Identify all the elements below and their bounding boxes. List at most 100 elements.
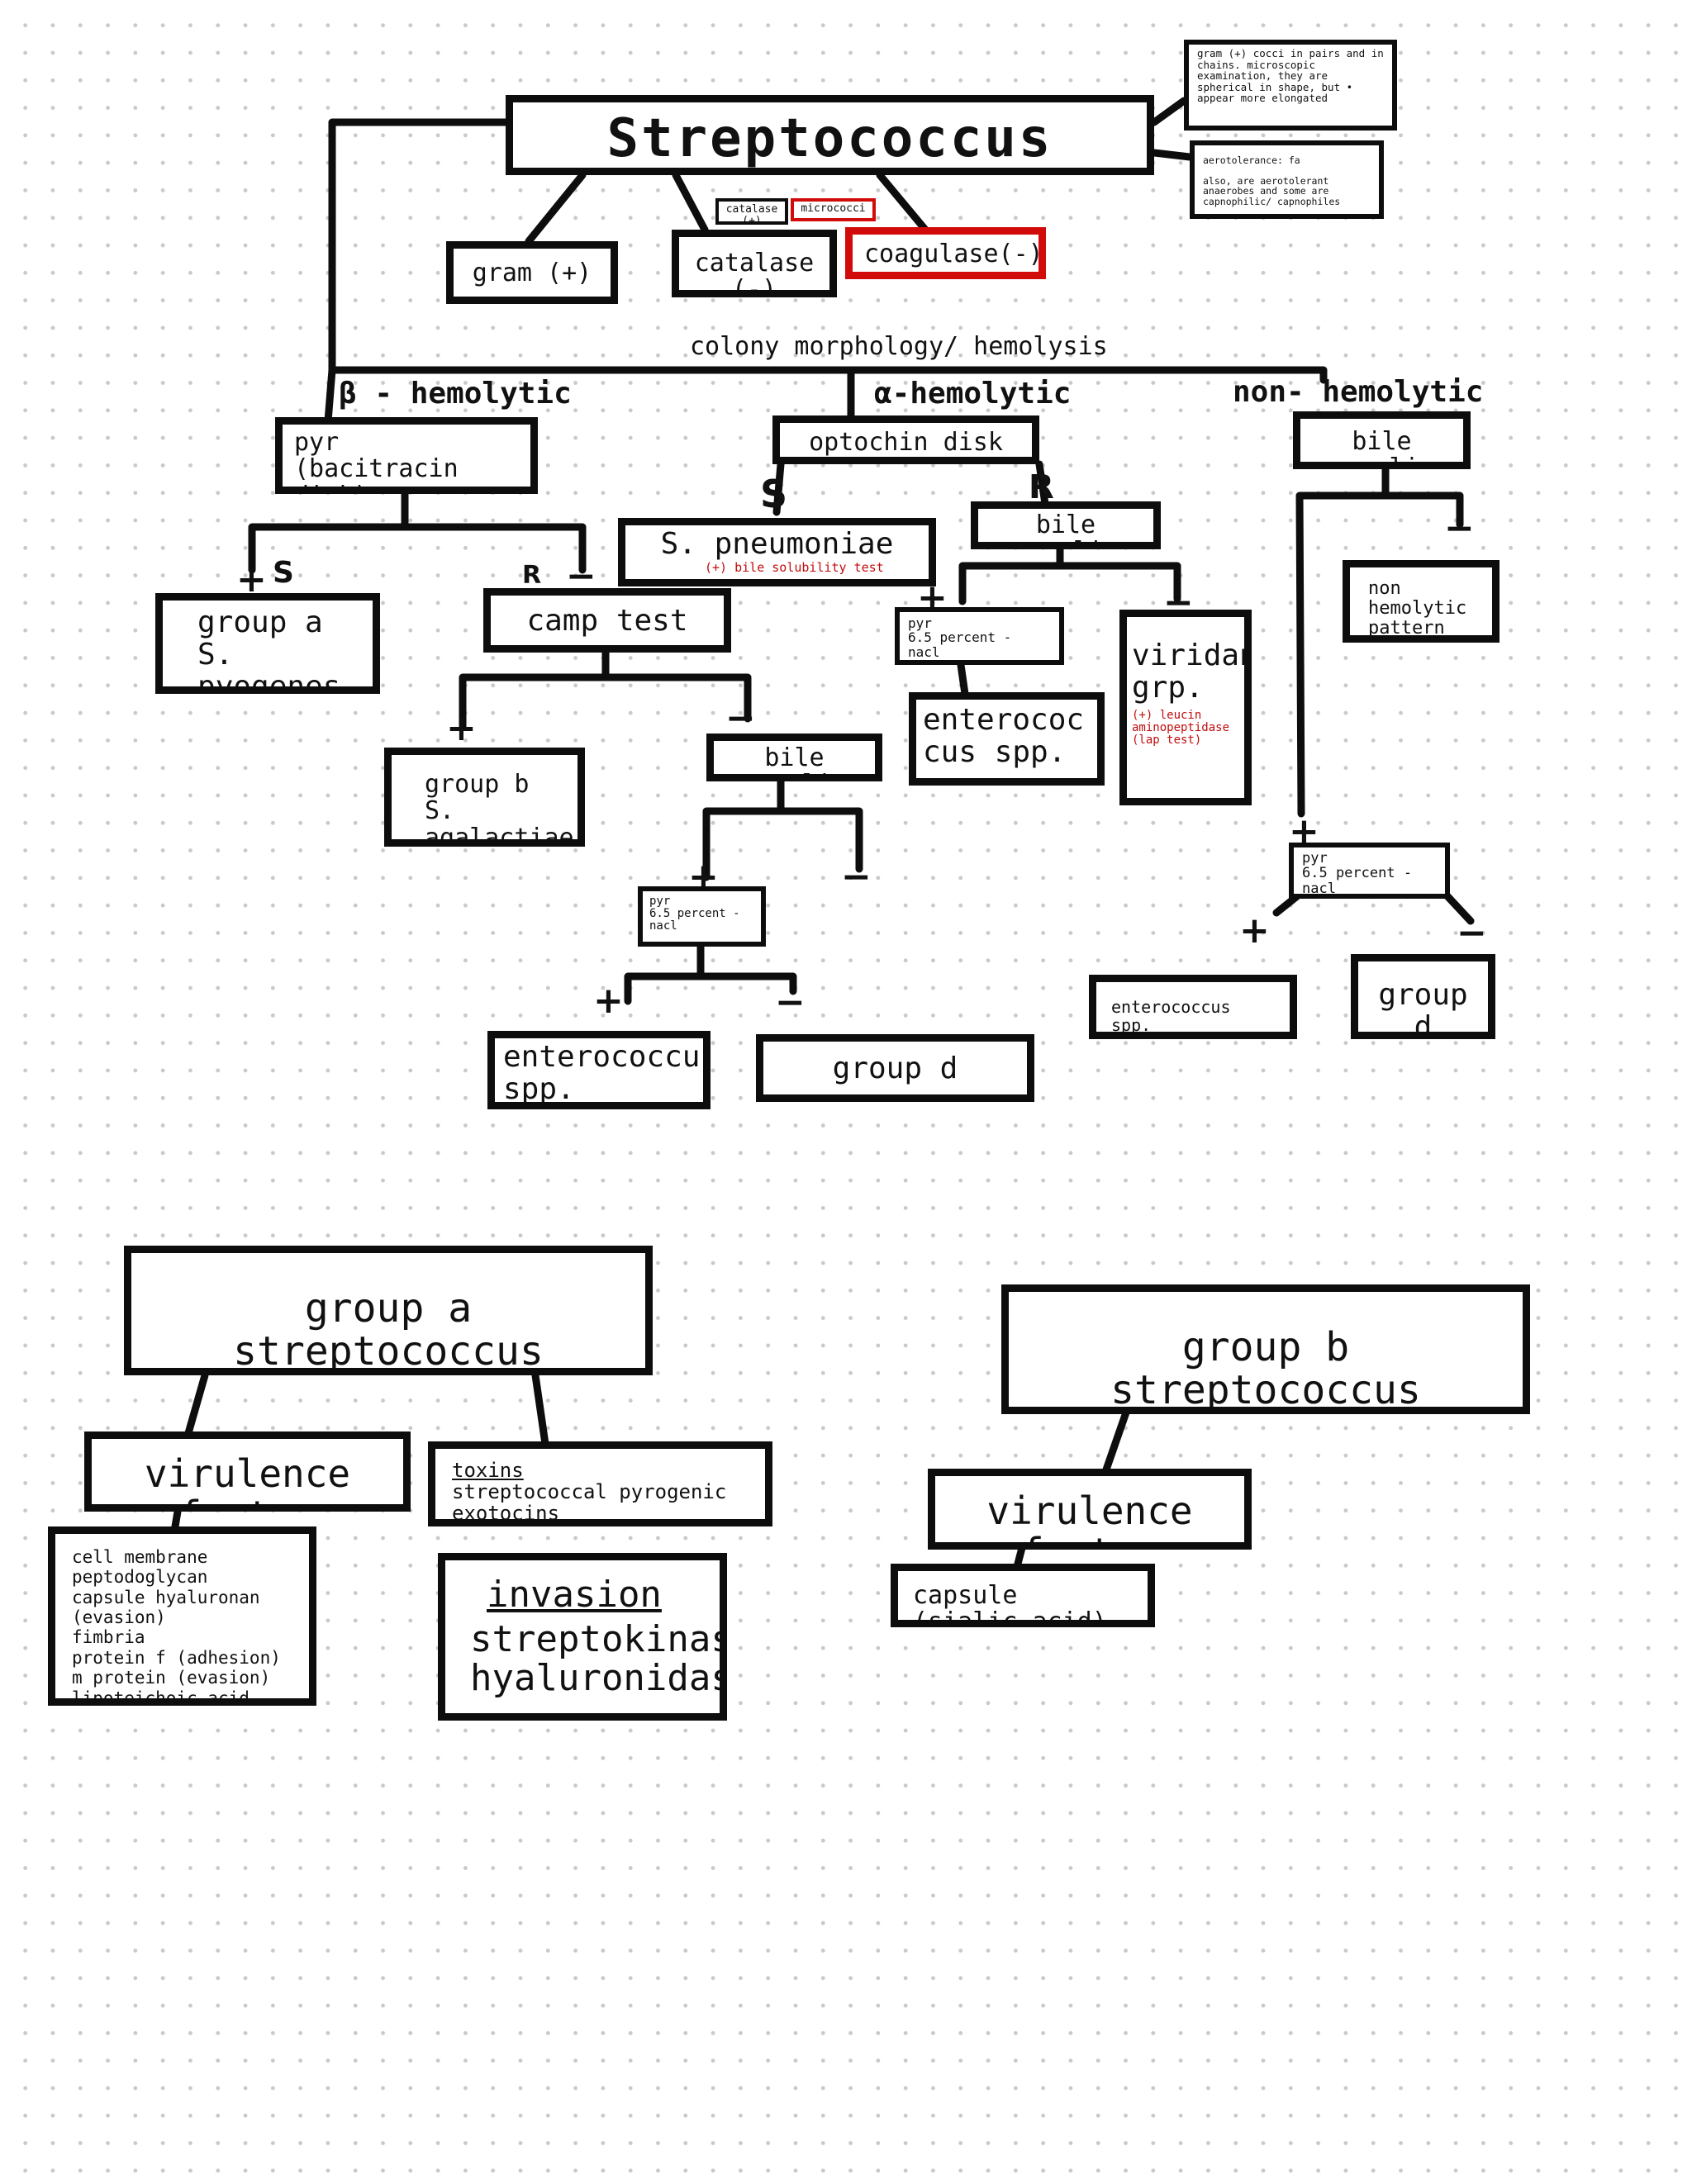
beta-group-d-box: group d [756, 1034, 1034, 1102]
aerotolerance-note-box: aerotolerance: fa also, are aerotolerant… [1190, 140, 1384, 219]
non-hemolytic-pattern-label: non hemolytic pattern [1368, 578, 1467, 639]
group-b-agalactiae-label: group b S. agalactiae [425, 770, 574, 847]
viridans-group-label: viridans grp. [1132, 639, 1244, 705]
connector [184, 1371, 209, 1437]
pyr-bacitracin-box: pyr (bacitracin disk) [275, 417, 538, 494]
non-hemolytic-label: non- hemolytic [1233, 375, 1484, 409]
connector [1035, 460, 1049, 508]
connector [1443, 892, 1475, 925]
connector [772, 460, 785, 516]
non-enterococcus-box: enterococcus spp. [1089, 975, 1297, 1039]
beta-bile-esculin-label: bile esculin [742, 743, 846, 774]
capsule-box: capsule (sialic acid) [891, 1564, 1155, 1627]
non-group-d-box: group d [1351, 954, 1495, 1039]
coagulase-negative-box: coagulase(-) [845, 227, 1046, 279]
non-pyr-nacl-label: pyr 6.5 percent - nacl [1302, 850, 1413, 897]
toxins-box: toxins streptococcal pyrogenic exotocins [428, 1441, 772, 1526]
gas-virulence-list: cell membrane peptodoglycan capsule hyal… [72, 1547, 281, 1706]
plus-sign: + [1239, 909, 1270, 952]
invasion-title: invasion [487, 1574, 662, 1616]
resistant-mark: R [522, 561, 542, 590]
group-a-pyogenes-box: group a S. pyogenes [155, 593, 380, 694]
connector [958, 562, 1181, 605]
connector [328, 366, 1328, 384]
connector [702, 807, 863, 881]
colony-morphology-heading: colony morphology/ hemolysis [690, 332, 1108, 361]
minus-sign: − [725, 697, 756, 739]
toxins-text: streptococcal pyrogenic exotocins [452, 1479, 727, 1525]
optochin-disk-label: optochin disk [809, 428, 1003, 457]
beta-hemolytic-label: β - hemolytic [339, 377, 572, 411]
connector [1295, 491, 1464, 818]
bile-solubility-note: (+) bile solubility test [705, 559, 884, 575]
susceptible-mark: S [760, 472, 788, 516]
connector [1150, 97, 1188, 126]
capsule-label: capsule (sialic acid) [913, 1581, 1107, 1627]
invasion-box: invasion streptokinase hyaluronidase [438, 1553, 727, 1721]
minus-sign: − [841, 856, 872, 898]
gram-positive-box: gram (+) [446, 241, 618, 304]
connector [459, 673, 752, 731]
beta-pyr-nacl-box: pyr 6.5 percent - nacl [638, 886, 766, 947]
alpha-hemolytic-label: α-hemolytic [874, 377, 1072, 411]
connector [624, 972, 797, 1005]
lap-test-note: (+) leucin aminopeptidase (lap test) [1132, 708, 1230, 747]
connector [525, 171, 587, 245]
group-a-streptococcus-box: group a streptococcus [124, 1246, 653, 1375]
minus-sign: − [1457, 912, 1487, 954]
non-bile-esculin-box: bile esculin [1293, 411, 1471, 469]
micrococci-box: micrococci [791, 198, 876, 221]
minus-sign: − [1444, 507, 1475, 549]
non-enterococcus-label: enterococcus spp. [1111, 997, 1231, 1035]
gas-virulence-factor-label: virulence factor [144, 1451, 351, 1504]
plus-sign: + [236, 558, 267, 601]
gbs-virulence-factor-box: virulence factor [928, 1469, 1252, 1550]
susceptible-mark: S [273, 556, 294, 590]
group-b-agalactiae-box: group b S. agalactiae [384, 748, 585, 847]
streptococcus-title-box: Streptococcus [506, 95, 1154, 175]
non-bile-esculin-label: bile esculin [1329, 427, 1434, 469]
gas-virulence-factor-box: virulence factor [84, 1431, 411, 1512]
aerotolerance-note-text: aerotolerance: fa also, are aerotolerant… [1203, 154, 1341, 207]
group-b-streptococcus-title: group b streptococcus [1110, 1324, 1421, 1413]
group-a-streptococcus-title: group a streptococcus [233, 1285, 544, 1374]
connector [1272, 892, 1301, 917]
gbs-virulence-factor-label: virulence factor [986, 1488, 1193, 1542]
plus-sign: + [593, 980, 624, 1022]
beta-enterococcus-label: enterococcus spp. [503, 1040, 711, 1106]
alpha-bile-esculin-box: bile esculin [971, 501, 1161, 549]
non-group-d-label: group d [1378, 978, 1468, 1039]
camp-test-box: camp test [483, 588, 731, 653]
alpha-enterococcus-label: enterococ cus spp. [923, 703, 1085, 769]
toxins-title: toxins [452, 1459, 524, 1482]
catalase-negative-label: catalase (-) [694, 249, 815, 297]
group-a-pyogenes-label: group a S. pyogenes [197, 605, 341, 694]
alpha-pyr-nacl-label: pyr 6.5 percent - nacl [908, 615, 1012, 660]
non-pyr-nacl-box: pyr 6.5 percent - nacl [1289, 843, 1450, 899]
connector [672, 171, 709, 234]
minus-sign: − [775, 981, 806, 1023]
gram-positive-label: gram (+) [472, 259, 592, 287]
plus-sign: + [446, 707, 477, 749]
connector [957, 661, 969, 698]
beta-enterococcus-box: enterococcus spp. [487, 1031, 711, 1109]
connector [876, 171, 929, 234]
viridans-group-box: viridans grp. (+) leucin aminopeptidase … [1119, 610, 1252, 805]
camp-test-label: camp test [526, 604, 688, 638]
group-b-streptococcus-box: group b streptococcus [1001, 1284, 1530, 1414]
pyr-bacitracin-label: pyr (bacitracin disk) [294, 428, 459, 487]
connector [531, 1371, 549, 1448]
coagulase-negative-label: coagulase(-) [864, 240, 1043, 268]
resistant-mark: R [1029, 468, 1054, 506]
alpha-enterococcus-box: enterococ cus spp. [909, 692, 1105, 786]
invasion-text: streptokinase hyaluronidase [470, 1617, 727, 1700]
catalase-negative-box: catalase (-) [672, 230, 837, 297]
alpha-pyr-nacl-box: pyr 6.5 percent - nacl [895, 607, 1064, 665]
micrococci-label: micrococci [801, 202, 866, 215]
cocci-note-box: gram (+) cocci in pairs and in chains. m… [1184, 40, 1397, 131]
gas-virulence-list-box: cell membrane peptodoglycan capsule hyal… [48, 1526, 316, 1706]
page-title: Streptococcus [606, 108, 1053, 169]
catalase-positive-box: catalase (+) [715, 198, 788, 225]
connector [248, 523, 587, 574]
